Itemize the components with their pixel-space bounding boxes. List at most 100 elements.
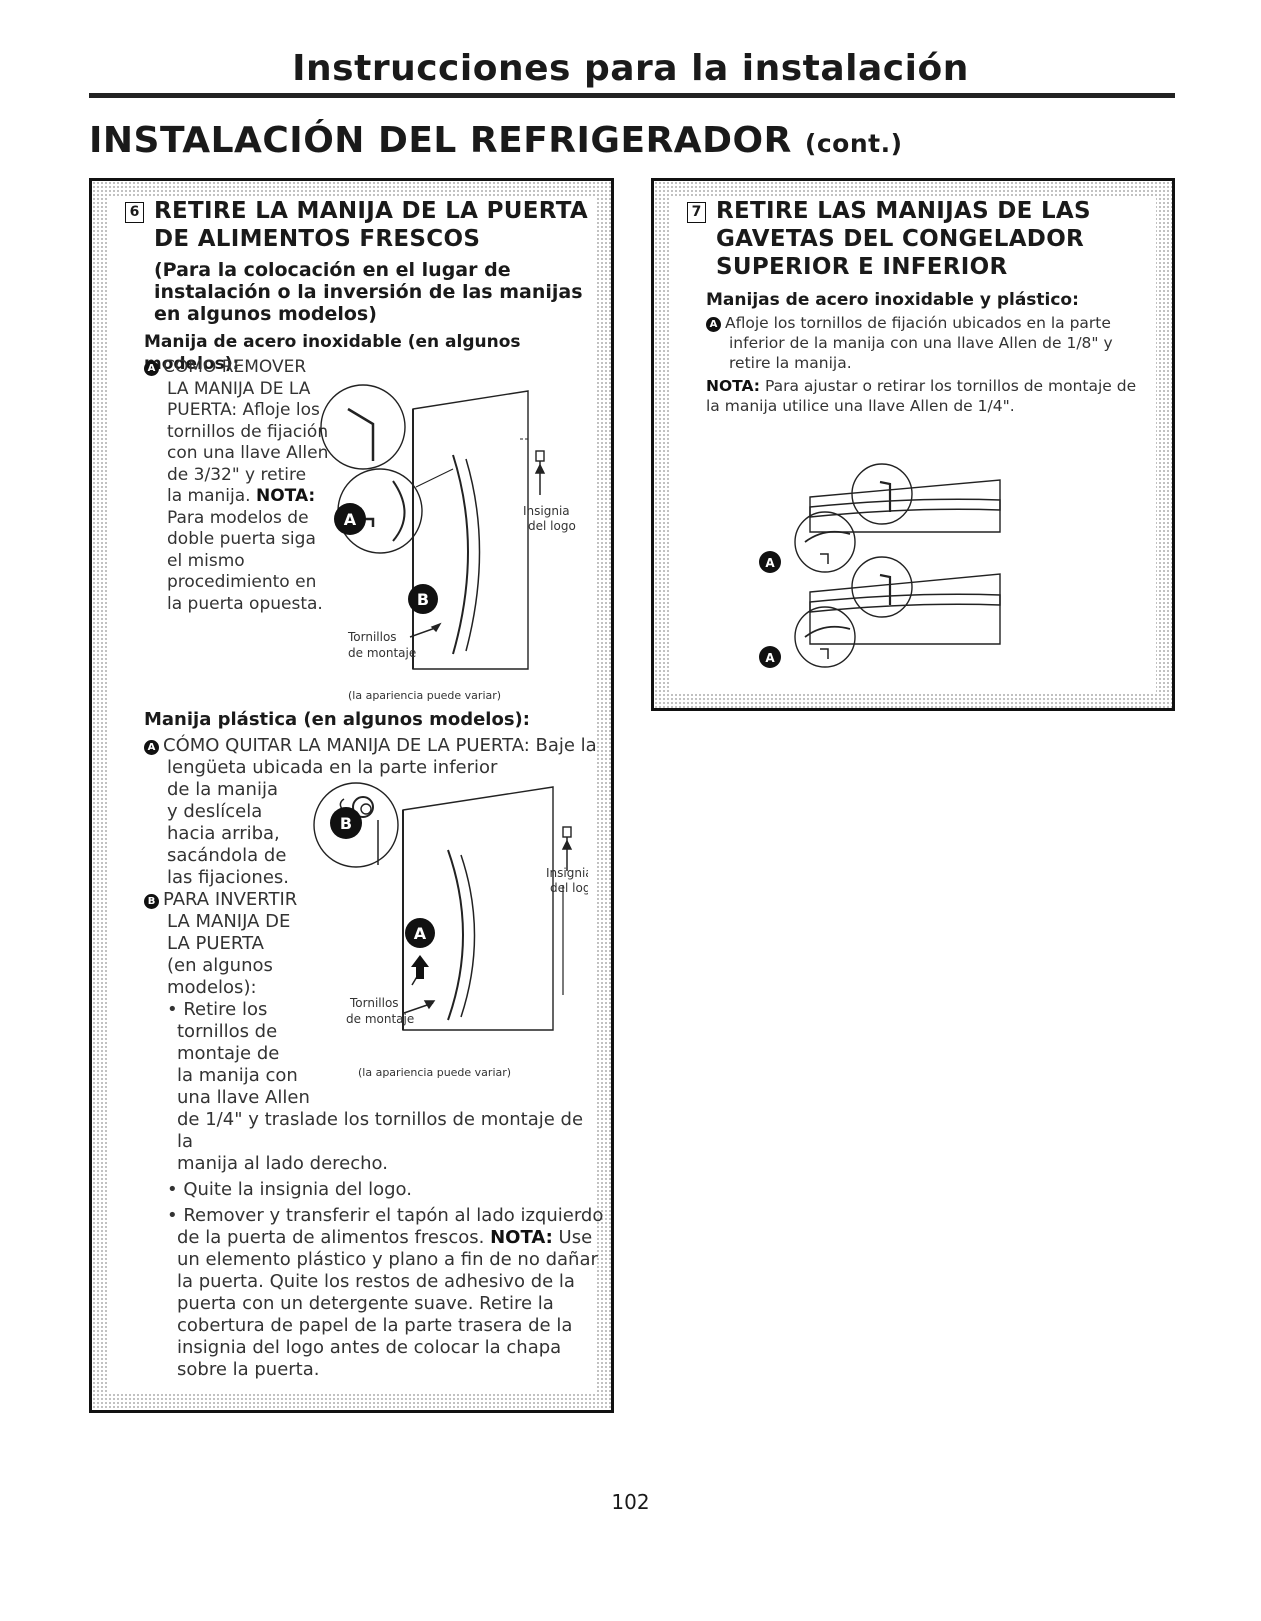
step7-number: 7 <box>687 202 706 223</box>
bullet-line: puerta con un detergente suave. Retire l… <box>177 1293 554 1314</box>
logo-label: del logo <box>528 519 576 533</box>
figure2-caption: (la apariencia puede variar) <box>358 1066 512 1079</box>
up-arrow-icon <box>411 955 429 979</box>
mount-label: de montaje <box>348 646 416 660</box>
marker-a-bullet: A <box>144 740 159 755</box>
plastic-heading: Manija plástica (en algunos modelos): <box>144 709 530 730</box>
step6-subtitle-1: (Para la colocación en el lugar de <box>154 259 511 281</box>
nota-label: NOTA: <box>706 377 761 395</box>
marker-b-circle <box>330 807 362 839</box>
section-title-cont: (cont.) <box>804 129 903 158</box>
marker-b-label: B <box>340 814 352 833</box>
stainless-line: con una llave Allen <box>167 443 329 463</box>
marker-a-circle <box>405 918 435 948</box>
bullet-line: la puerta. Quite los restos de adhesivo … <box>177 1271 575 1292</box>
plastic-line: (en algunos <box>167 955 273 976</box>
badge-label: Insignia <box>523 504 570 518</box>
bullet-line: la manija con <box>177 1065 298 1086</box>
stainless-line: tornillos de fijación <box>167 421 329 442</box>
lower-handle-zoom-circle <box>794 606 856 668</box>
door-handle <box>447 849 464 1021</box>
stainless-line: PUERTA: Afloje los <box>167 400 320 420</box>
plastic-line: sacándola de <box>167 845 287 866</box>
step7-title-line2: GAVETAS DEL CONGELADOR <box>716 226 1085 252</box>
step7-line: inferior de la manija con una llave Alle… <box>729 334 1113 352</box>
screws-label: Tornillos <box>347 630 397 644</box>
bullet-line: • Remover y transferir el tapón al lado … <box>167 1205 604 1226</box>
stainless-line: LA MANIJA DE LA <box>167 378 311 399</box>
step6-title-line2: DE ALIMENTOS FRESCOS <box>154 226 481 252</box>
upper-drawer-handle <box>809 498 1001 518</box>
section-title-text: INSTALACIÓN DEL REFRIGERADOR <box>89 120 792 161</box>
lower-drawer-handle <box>809 593 1001 613</box>
stainless-line: la manija. NOTA: <box>167 486 316 506</box>
step7-box: 7 RETIRE LAS MANIJAS DE LAS GAVETAS DEL … <box>651 178 1175 711</box>
upper-drawer-outline <box>809 479 1001 533</box>
marker-b-label: B <box>417 590 429 609</box>
upper-handle-zoom-circle <box>794 511 856 573</box>
step7-content: 7 RETIRE LAS MANIJAS DE LAS GAVETAS DEL … <box>670 197 1156 692</box>
step7-line: la manija utilice una llave Allen de 1/4… <box>706 397 1015 415</box>
header-rule <box>89 93 1175 98</box>
door-handle <box>452 454 469 655</box>
screws-label: Tornillos <box>349 996 399 1010</box>
plastic-line: y deslícela <box>167 801 263 822</box>
plastic-handle-figure: B A Insignia del logo Tornillos de monta… <box>313 782 588 1031</box>
plastic-line: hacia arriba, <box>167 823 280 844</box>
bullet-line: sobre la puerta. <box>177 1359 320 1380</box>
step7-heading: Manijas de acero inoxidable y plástico: <box>706 290 1079 310</box>
mount-label: de montaje <box>346 1012 414 1026</box>
marker-a-bullet: A <box>706 317 721 332</box>
stainless-line: procedimiento en <box>167 572 317 592</box>
marker-a2-circle <box>759 646 781 668</box>
lower-screw-zoom-circle <box>851 556 913 618</box>
bullet-line: un elemento plástico y plano a fin de no… <box>177 1249 598 1270</box>
plastic-line: las fijaciones. <box>167 867 289 888</box>
logo-label: del logo <box>550 881 588 895</box>
figure1-caption: (la apariencia puede variar) <box>348 689 502 702</box>
stainless-heading: Manija de acero inoxidable (en algunos m… <box>144 332 521 374</box>
step6-box: 6 RETIRE LA MANIJA DE LA PUERTA DE ALIME… <box>89 178 614 1413</box>
marker-a1-label: A <box>765 556 775 570</box>
marker-a1-circle <box>759 551 781 573</box>
marker-b-circle <box>408 584 438 614</box>
drawer-handles-figure: A A <box>759 463 1001 668</box>
page-number: 102 <box>611 1490 650 1514</box>
plastic-line: modelos): <box>167 977 257 998</box>
marker-a-label: A <box>344 510 357 529</box>
stainless-line: Para modelos de <box>167 507 309 528</box>
marker-a2-label: A <box>765 651 775 665</box>
bullet-line: • Quite la insignia del logo. <box>167 1179 412 1200</box>
stainless-line: el mismo <box>167 550 245 571</box>
door-outline <box>402 786 554 1031</box>
step7-title-line1: RETIRE LAS MANIJAS DE LAS <box>716 198 1091 224</box>
stainless-line: de 3/32" y retire <box>167 464 307 485</box>
marker-a-label: A <box>414 924 427 943</box>
step7-title-line3: SUPERIOR E INFERIOR <box>716 254 1008 280</box>
step6-number: 6 <box>125 202 144 223</box>
section-title: INSTALACIÓN DEL REFRIGERADOR (cont.) <box>89 120 903 161</box>
stainless-line: doble puerta siga <box>167 529 316 549</box>
allen-key-zoom-circle <box>320 384 406 470</box>
bullet-line: montaje de <box>177 1043 280 1064</box>
bullet-line: insignia del logo antes de colocar la ch… <box>177 1337 562 1358</box>
door-outline <box>412 390 529 670</box>
bullet-line: tornillos de <box>177 1021 278 1042</box>
bullet-line: • Retire los <box>167 999 268 1020</box>
plastic-line: de la manija <box>167 779 278 800</box>
step7-line: retire la manija. <box>729 354 852 372</box>
plastic-line: LA PUERTA <box>167 933 264 954</box>
bullet-line: cobertura de papel de la parte trasera d… <box>177 1315 573 1336</box>
nota-label: NOTA: <box>490 1227 553 1248</box>
step6-subtitle-3: en algunos modelos) <box>154 303 377 325</box>
badge-label: Insignia <box>546 866 588 880</box>
bullet-line: una llave Allen <box>177 1087 310 1108</box>
step6-subtitle-2: instalación o la inversión de las manija… <box>154 281 583 325</box>
marker-b-bullet: B <box>144 894 159 909</box>
